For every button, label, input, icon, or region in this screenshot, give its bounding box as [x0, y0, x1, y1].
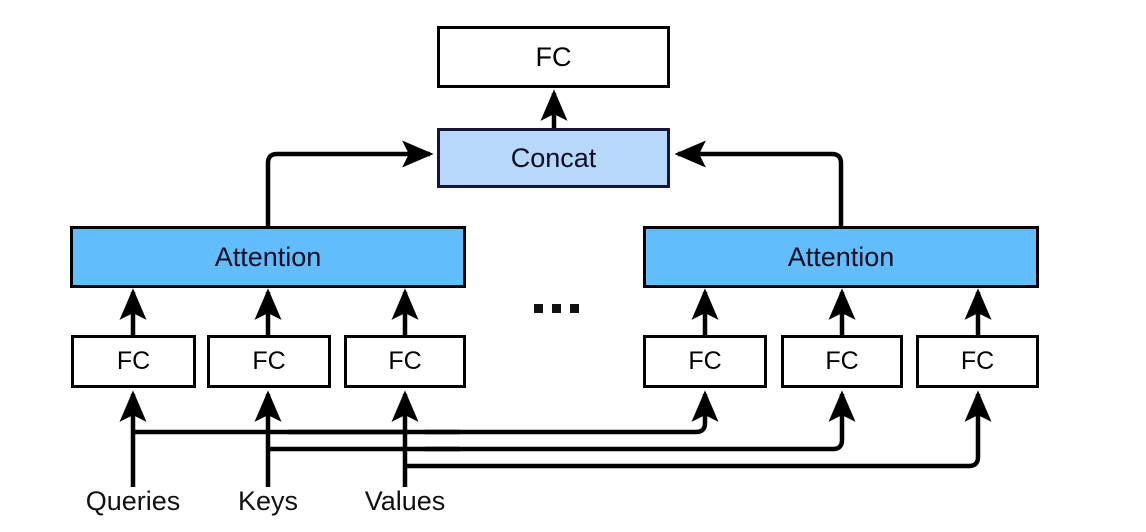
projection-fc-head-1-keys[interactable]: FC [207, 335, 331, 388]
input-label-values: Values [364, 486, 446, 516]
ellipsis-dot [552, 304, 561, 313]
projection-fc-head-1-queries[interactable]: FC [71, 335, 196, 388]
projection-fc-label: FC [252, 347, 286, 375]
projection-fc-label: FC [388, 347, 422, 375]
attention-box-head-2[interactable]: Attention [643, 226, 1039, 288]
input-label-queries: Queries [85, 486, 181, 516]
bus-queries-to-right-fc1 [133, 390, 719, 435]
projection-fc-head-2-queries[interactable]: FC [643, 335, 767, 388]
output-fc-label: FC [535, 41, 572, 72]
ellipsis-dot [534, 304, 543, 313]
bus-keys-to-right-fc2 [268, 390, 856, 452]
output-fc-box[interactable]: FC [437, 26, 670, 88]
projection-fc-label: FC [688, 347, 722, 375]
projection-fc-head-2-keys[interactable]: FC [781, 335, 903, 388]
edge-left-attention-to-concat [265, 140, 434, 226]
projection-fc-head-1-values[interactable]: FC [344, 335, 466, 388]
projection-fc-label: FC [960, 347, 995, 375]
attention-label-head-1: Attention [214, 241, 322, 272]
attention-label-head-2: Attention [787, 241, 895, 272]
projection-fc-head-2-values[interactable]: FC [916, 335, 1039, 388]
projection-fc-label: FC [116, 347, 151, 375]
bus-values-to-right-fc3 [405, 390, 992, 469]
attention-box-head-1[interactable]: Attention [70, 226, 466, 288]
projection-fc-label: FC [825, 347, 859, 375]
heads-ellipsis [530, 300, 584, 316]
concat-box[interactable]: Concat [437, 128, 670, 188]
ellipsis-dot [570, 304, 579, 313]
edge-right-attention-to-concat [674, 140, 844, 226]
input-label-keys: Keys [237, 486, 299, 516]
concat-label: Concat [510, 142, 597, 173]
